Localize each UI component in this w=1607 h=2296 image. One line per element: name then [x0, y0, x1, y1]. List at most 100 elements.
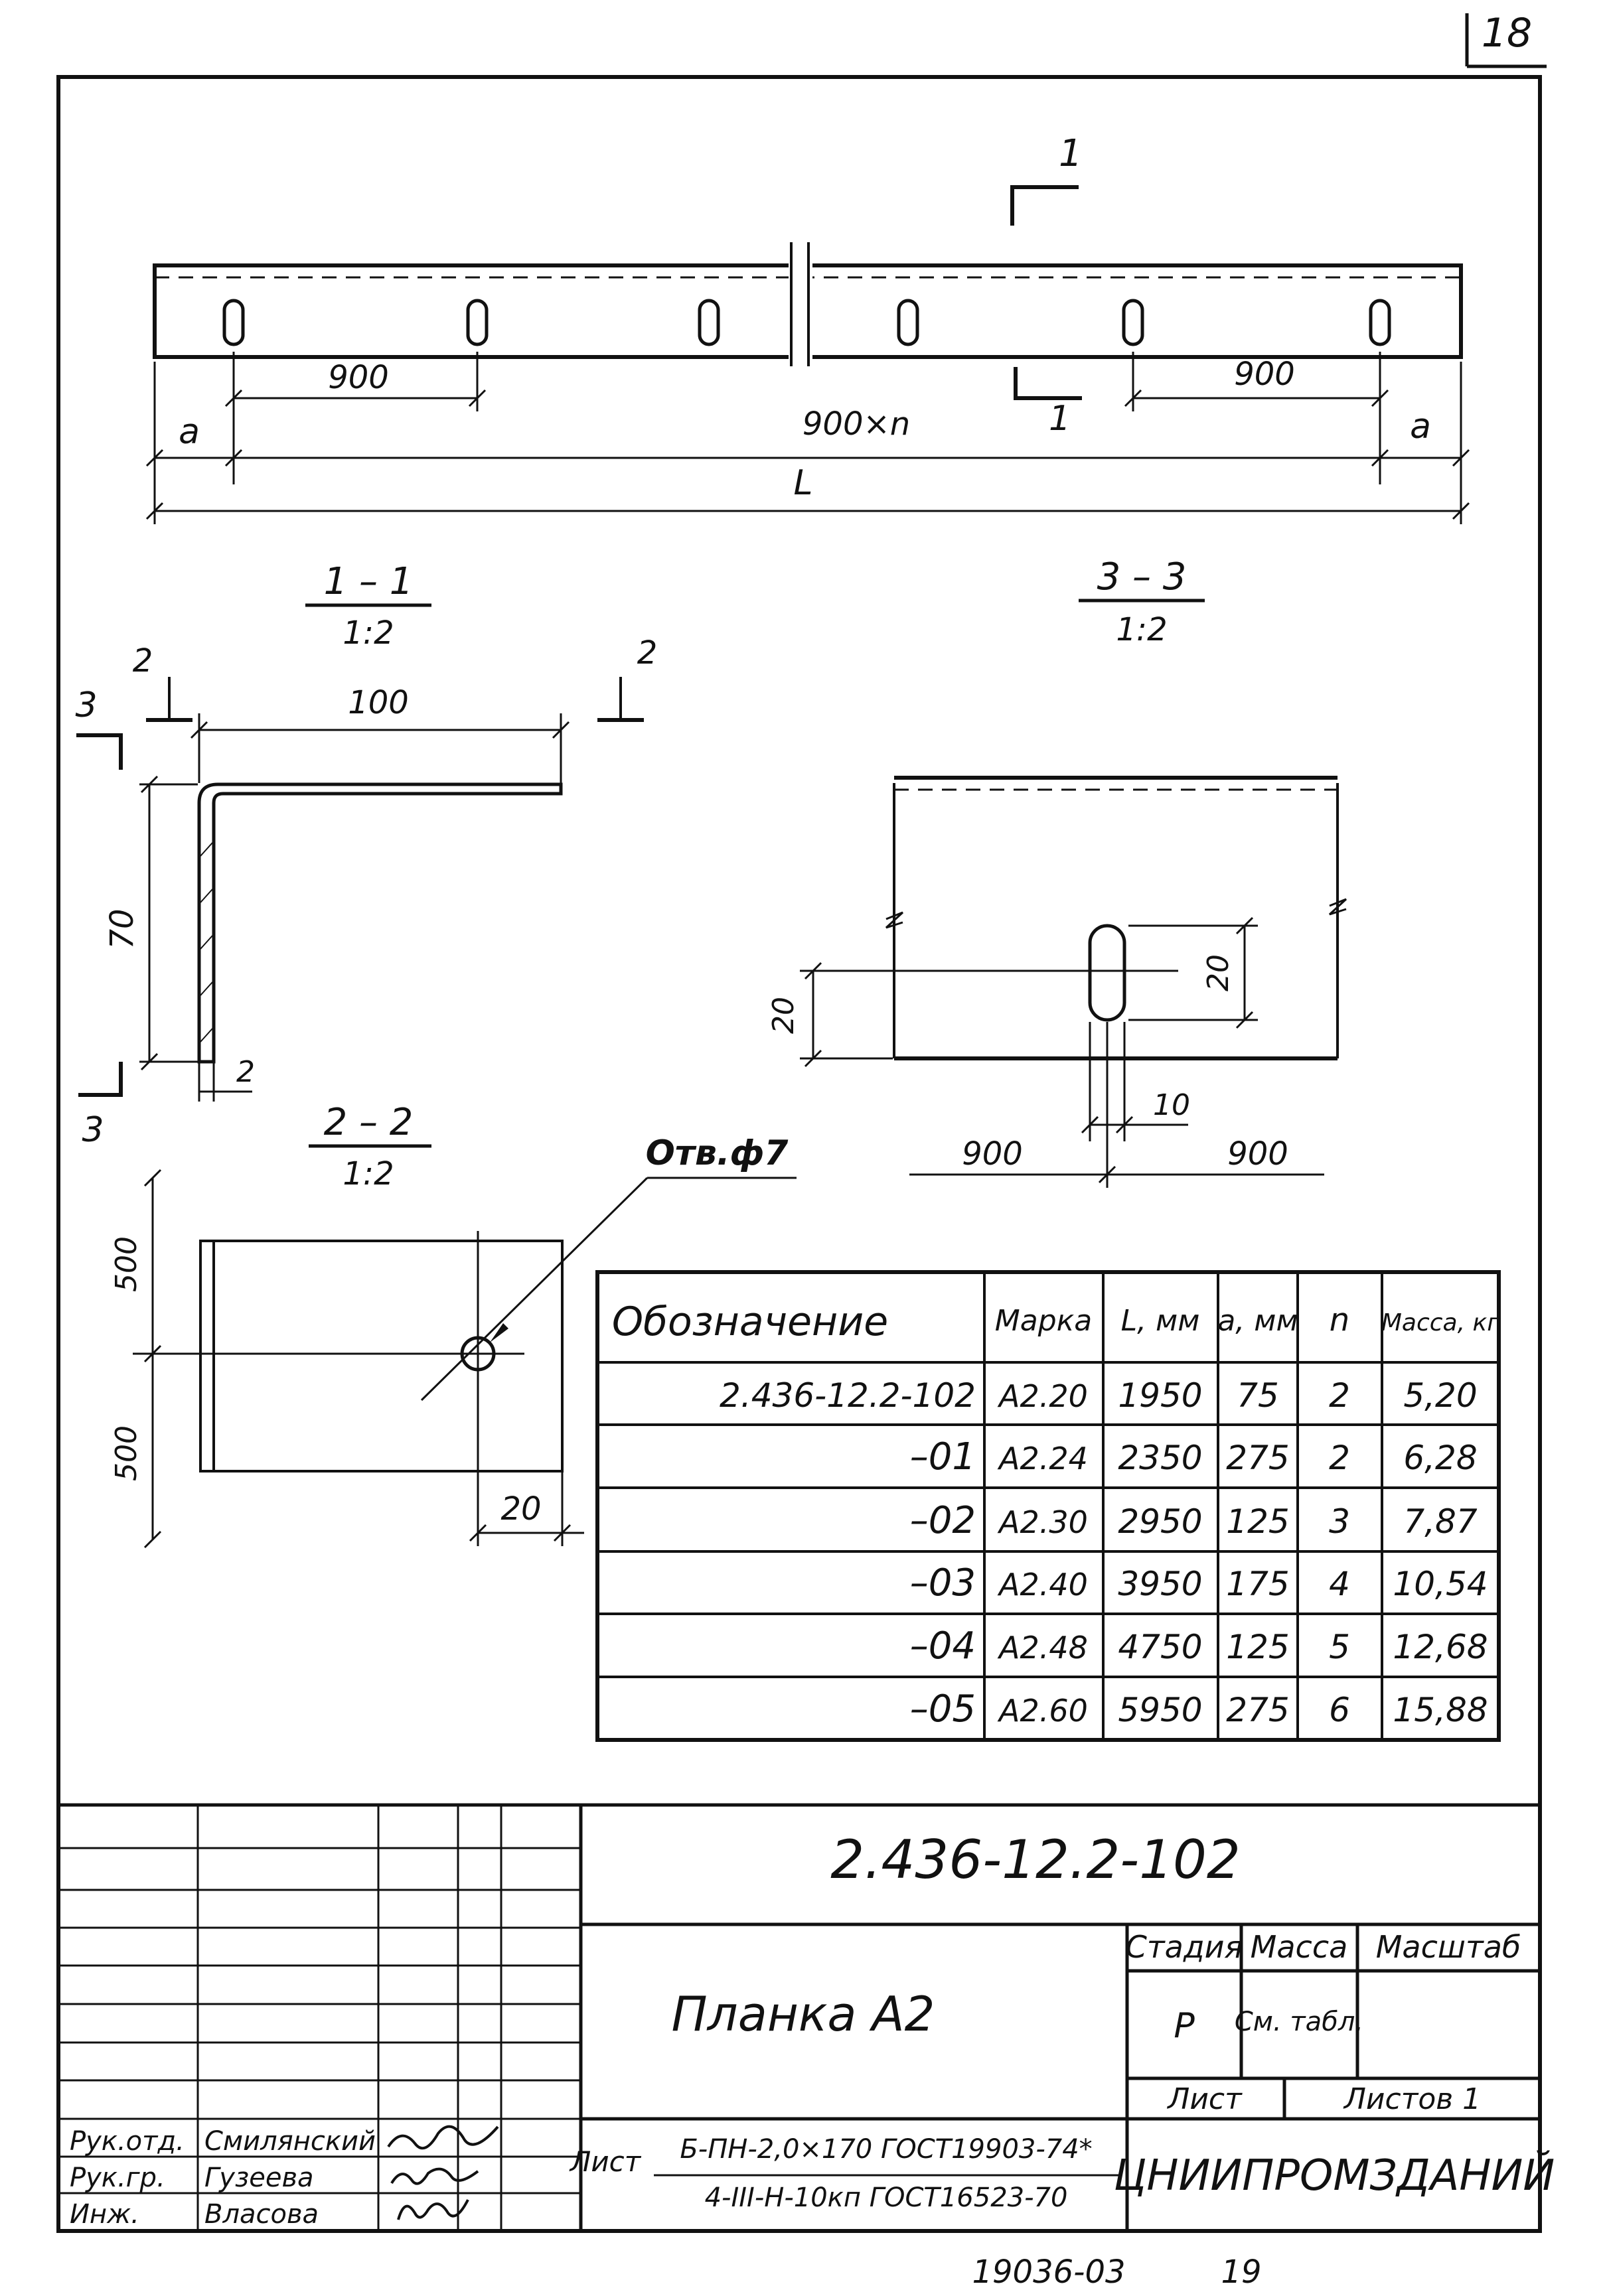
- leader-arrow: [490, 1323, 508, 1342]
- cell-designation: –02: [910, 1499, 976, 1542]
- material-bottom: 4-III-Н-10кп ГОСТ16523-70: [705, 2183, 1068, 2213]
- spec-table-frame: [595, 1270, 1501, 1742]
- section-2-2-dims: [133, 1169, 797, 1549]
- dim-pitch-left: 900: [328, 359, 389, 396]
- cell-mark: А2.20: [997, 1378, 1088, 1414]
- cut-3-label-bottom: 3: [82, 1110, 104, 1150]
- scale-label: Масштаб: [1376, 1929, 1521, 1965]
- signature: [397, 2199, 469, 2220]
- section-1-mark-bottom: [1014, 367, 1082, 400]
- section-1-label-bottom: 1: [1049, 399, 1071, 439]
- cell-n: 2: [1329, 1439, 1350, 1477]
- angle-profile: [197, 782, 563, 1064]
- cell-mass: 15,88: [1393, 1691, 1488, 1729]
- cell-designation: 2.436-12.2-102: [720, 1376, 976, 1415]
- slot-hole: [1122, 299, 1144, 346]
- section-3-3-pitch-right: 900: [1227, 1135, 1288, 1173]
- part-name: Планка А2: [672, 1986, 935, 2042]
- footer-code: 19036-03: [972, 2254, 1125, 2291]
- section-2-2-half-top: 500: [110, 1236, 143, 1292]
- cell-a: 125: [1226, 1502, 1289, 1541]
- cell-mass: 10,54: [1393, 1565, 1488, 1603]
- section-3-3-title: 3 – 3: [1097, 555, 1187, 599]
- slot-hole: [1369, 299, 1391, 346]
- header-n: n: [1330, 1301, 1349, 1338]
- cell-mark: А2.48: [997, 1630, 1088, 1666]
- cell-mark: А2.24: [997, 1441, 1088, 1476]
- header-designation: Обозначение: [612, 1299, 888, 1345]
- header-mass: Масса, кг: [1381, 1309, 1500, 1336]
- material-top: Б-ПН-2,0×170 ГОСТ19903-74*: [680, 2134, 1092, 2165]
- dim-holes-total: 900×n: [803, 405, 910, 443]
- footer-page: 19: [1221, 2254, 1261, 2291]
- cell-a: 175: [1226, 1565, 1289, 1603]
- spec-table-grid: [597, 1272, 1499, 1740]
- section-1-1-height: 70: [104, 908, 141, 949]
- slot-hole: [698, 299, 720, 346]
- cut-2-label-left: 2: [133, 642, 153, 680]
- table-row: 2.436-12.2-102 А2.20 1950 75 2 5,20: [720, 1376, 1478, 1415]
- break-mark-right: [1328, 898, 1347, 916]
- section-2-2-half-bottom: 500: [110, 1425, 143, 1481]
- mass-value: См. табл.: [1235, 2007, 1363, 2037]
- spec-table: Обозначение Марка L, мм a, мм n Масса, к…: [595, 1270, 1501, 1742]
- cell-designation: –03: [910, 1561, 976, 1605]
- cell-mass: 5,20: [1403, 1376, 1477, 1415]
- cell-designation: –05: [910, 1687, 976, 1731]
- cell-designation: –04: [910, 1624, 976, 1668]
- cut-2-label-right: 2: [637, 634, 658, 672]
- cell-length: 2350: [1118, 1439, 1202, 1477]
- cell-mark: А2.30: [997, 1504, 1088, 1540]
- cell-designation: –01: [910, 1435, 976, 1478]
- organization: ЦНИИПРОМЗДАНИЙ: [1114, 2150, 1555, 2200]
- cell-n: 5: [1329, 1628, 1350, 1666]
- section-3-3-edge-dist: 20: [767, 997, 801, 1034]
- section-3-3-scale: 1:2: [1116, 611, 1167, 648]
- section-2-2-plate: [199, 1240, 564, 1472]
- dim-pitch-right: 900: [1234, 356, 1295, 393]
- plan-dimensions: [145, 352, 1470, 524]
- table-row: –01 А2.24 2350 275 2 6,28: [910, 1435, 1478, 1478]
- cell-mark: А2.40: [997, 1567, 1088, 1603]
- sheet-label: Лист: [1166, 2082, 1243, 2116]
- section-2-2-edge-dist: 20: [500, 1490, 541, 1528]
- section-3-3-slot-length: 20: [1201, 954, 1235, 991]
- cell-mass: 7,87: [1403, 1502, 1478, 1541]
- signer-name: Смилянский: [204, 2126, 376, 2157]
- section-1-1-scale: 1:2: [343, 614, 394, 652]
- dim-a-left: a: [179, 412, 200, 452]
- dim-a-right: a: [1410, 407, 1431, 447]
- slot-hole: [466, 299, 489, 346]
- cell-mass: 6,28: [1403, 1439, 1477, 1477]
- section-2-2-scale: 1:2: [343, 1155, 394, 1192]
- cell-n: 2: [1329, 1376, 1350, 1415]
- hole-label: Отв.ф7: [646, 1133, 789, 1173]
- stage-label: Стадия: [1126, 1929, 1243, 1965]
- slot-hole: [222, 299, 245, 346]
- signer-role: Рук.гр.: [70, 2163, 165, 2193]
- sheet-number: 18: [1482, 10, 1532, 56]
- cell-n: 6: [1329, 1691, 1350, 1729]
- title-block-grid: [58, 1803, 1540, 2231]
- signature: [387, 2125, 499, 2150]
- title-block: 2.436-12.2-102 Планка А2 Стадия Масса Ма…: [58, 1803, 1555, 2231]
- cell-length: 1950: [1118, 1376, 1202, 1415]
- section-1-mark-top: [1010, 185, 1079, 226]
- doc-code: 2.436-12.2-102: [830, 1829, 1241, 1891]
- cell-length: 2950: [1118, 1502, 1202, 1541]
- cut-3-mark-top: [76, 733, 123, 770]
- signer-role: Инж.: [70, 2199, 139, 2230]
- drawing-frame: [56, 75, 1542, 2233]
- signature: [390, 2167, 479, 2185]
- header-length: L, мм: [1121, 1304, 1200, 1338]
- signer-name: Власова: [204, 2199, 319, 2230]
- section-1-1-dims: [139, 713, 570, 1102]
- material-prefix: Лист: [569, 2145, 642, 2178]
- cell-a: 125: [1226, 1628, 1289, 1666]
- cell-mark: А2.60: [997, 1693, 1088, 1729]
- dim-length: L: [794, 463, 813, 503]
- table-row: –02 А2.30 2950 125 3 7,87: [910, 1499, 1478, 1542]
- section-2-2-title: 2 – 2: [324, 1101, 414, 1144]
- section-2-2: 2 – 2 1:2 500 500 20 Отв.ф7: [110, 1101, 797, 1549]
- section-3-3-slot: [1088, 924, 1126, 1022]
